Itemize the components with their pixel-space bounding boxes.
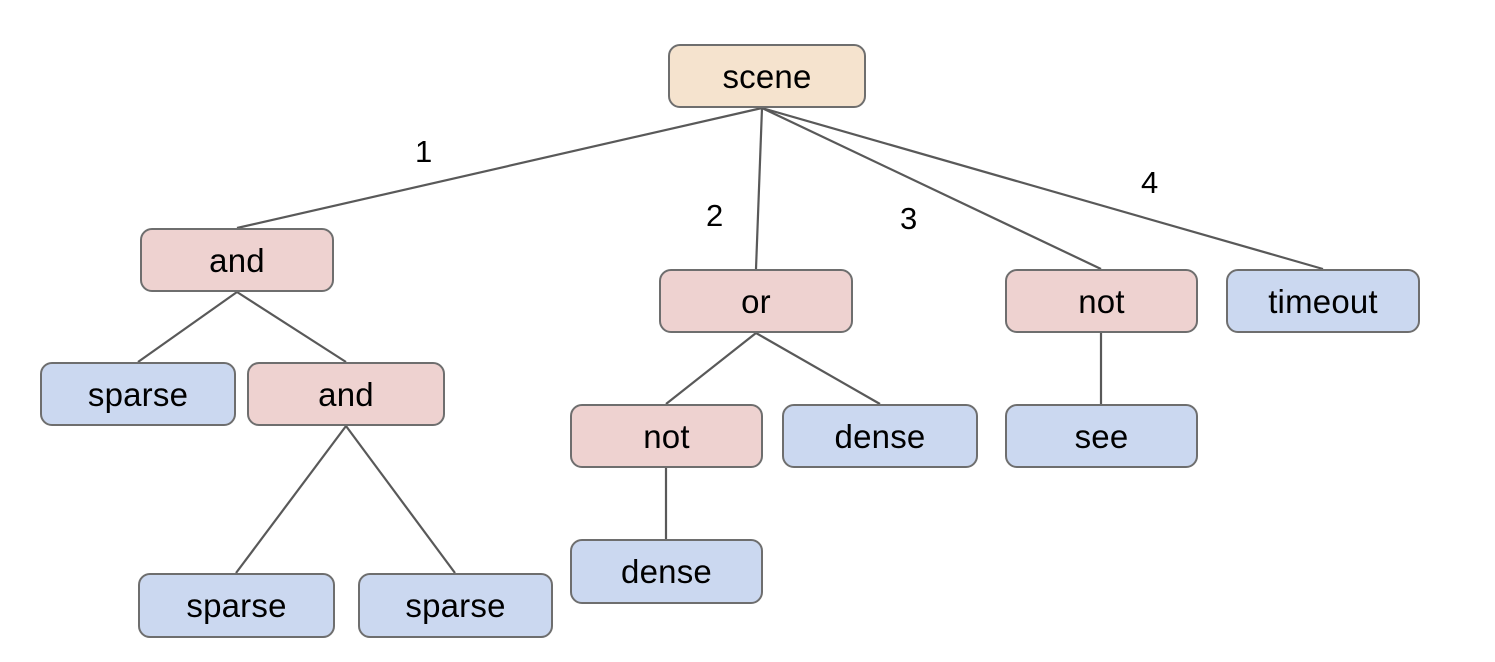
tree-node-not2[interactable]: not — [1005, 269, 1198, 333]
edge-or1-to-not1 — [665, 332, 757, 405]
tree-node-dense2[interactable]: dense — [570, 539, 763, 604]
edge-scene-to-not2 — [761, 107, 1102, 270]
edge-and2-to-sparse2 — [235, 425, 347, 574]
edge-or1-to-dense1 — [755, 332, 881, 405]
tree-node-dense1[interactable]: dense — [782, 404, 978, 468]
tree-node-or1[interactable]: or — [659, 269, 853, 333]
tree-node-scene[interactable]: scene — [668, 44, 866, 108]
tree-node-sparse3[interactable]: sparse — [358, 573, 553, 638]
edge-scene-to-and1 — [236, 106, 763, 230]
edge-scene-to-timeout — [761, 106, 1324, 271]
tree-node-see[interactable]: see — [1005, 404, 1198, 468]
edge-and2-to-sparse3 — [345, 425, 456, 574]
tree-node-timeout[interactable]: timeout — [1226, 269, 1420, 333]
edge-label-2: 2 — [706, 198, 724, 233]
edge-scene-to-or1 — [754, 107, 764, 270]
tree-node-sparse1[interactable]: sparse — [40, 362, 236, 426]
edge-label-4: 4 — [1141, 165, 1159, 200]
edge-and1-to-sparse1 — [137, 291, 238, 363]
tree-node-and2[interactable]: and — [247, 362, 445, 426]
edge-label-1: 1 — [415, 134, 433, 169]
edge-and1-to-and2 — [236, 291, 347, 363]
edge-label-3: 3 — [900, 201, 918, 236]
tree-node-and1[interactable]: and — [140, 228, 334, 292]
tree-node-not1[interactable]: not — [570, 404, 763, 468]
tree-node-sparse2[interactable]: sparse — [138, 573, 335, 638]
